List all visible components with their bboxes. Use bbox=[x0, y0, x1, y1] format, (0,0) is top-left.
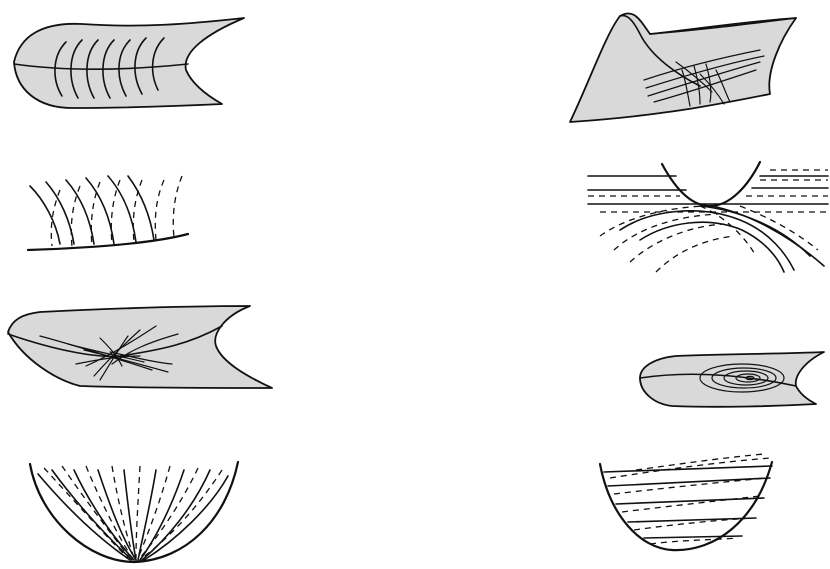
panel-left-1 bbox=[14, 18, 244, 108]
panel-right-1 bbox=[570, 13, 796, 122]
arc-dashed bbox=[600, 206, 818, 272]
baseline-curve bbox=[28, 234, 188, 250]
solid-converging bbox=[38, 470, 228, 560]
solid-curves bbox=[30, 176, 154, 244]
panel-right-2 bbox=[588, 162, 828, 272]
surface-sheet bbox=[640, 352, 824, 407]
panel-left-3 bbox=[8, 306, 272, 388]
horizontal-solid bbox=[588, 176, 828, 204]
panel-left-2 bbox=[28, 176, 188, 250]
trough-outline bbox=[662, 162, 760, 206]
panel-right-3 bbox=[640, 352, 824, 407]
panel-left-4 bbox=[30, 462, 238, 562]
arc-solid bbox=[620, 206, 824, 272]
panel-right-4 bbox=[600, 454, 772, 550]
surface-sheet bbox=[14, 18, 244, 108]
